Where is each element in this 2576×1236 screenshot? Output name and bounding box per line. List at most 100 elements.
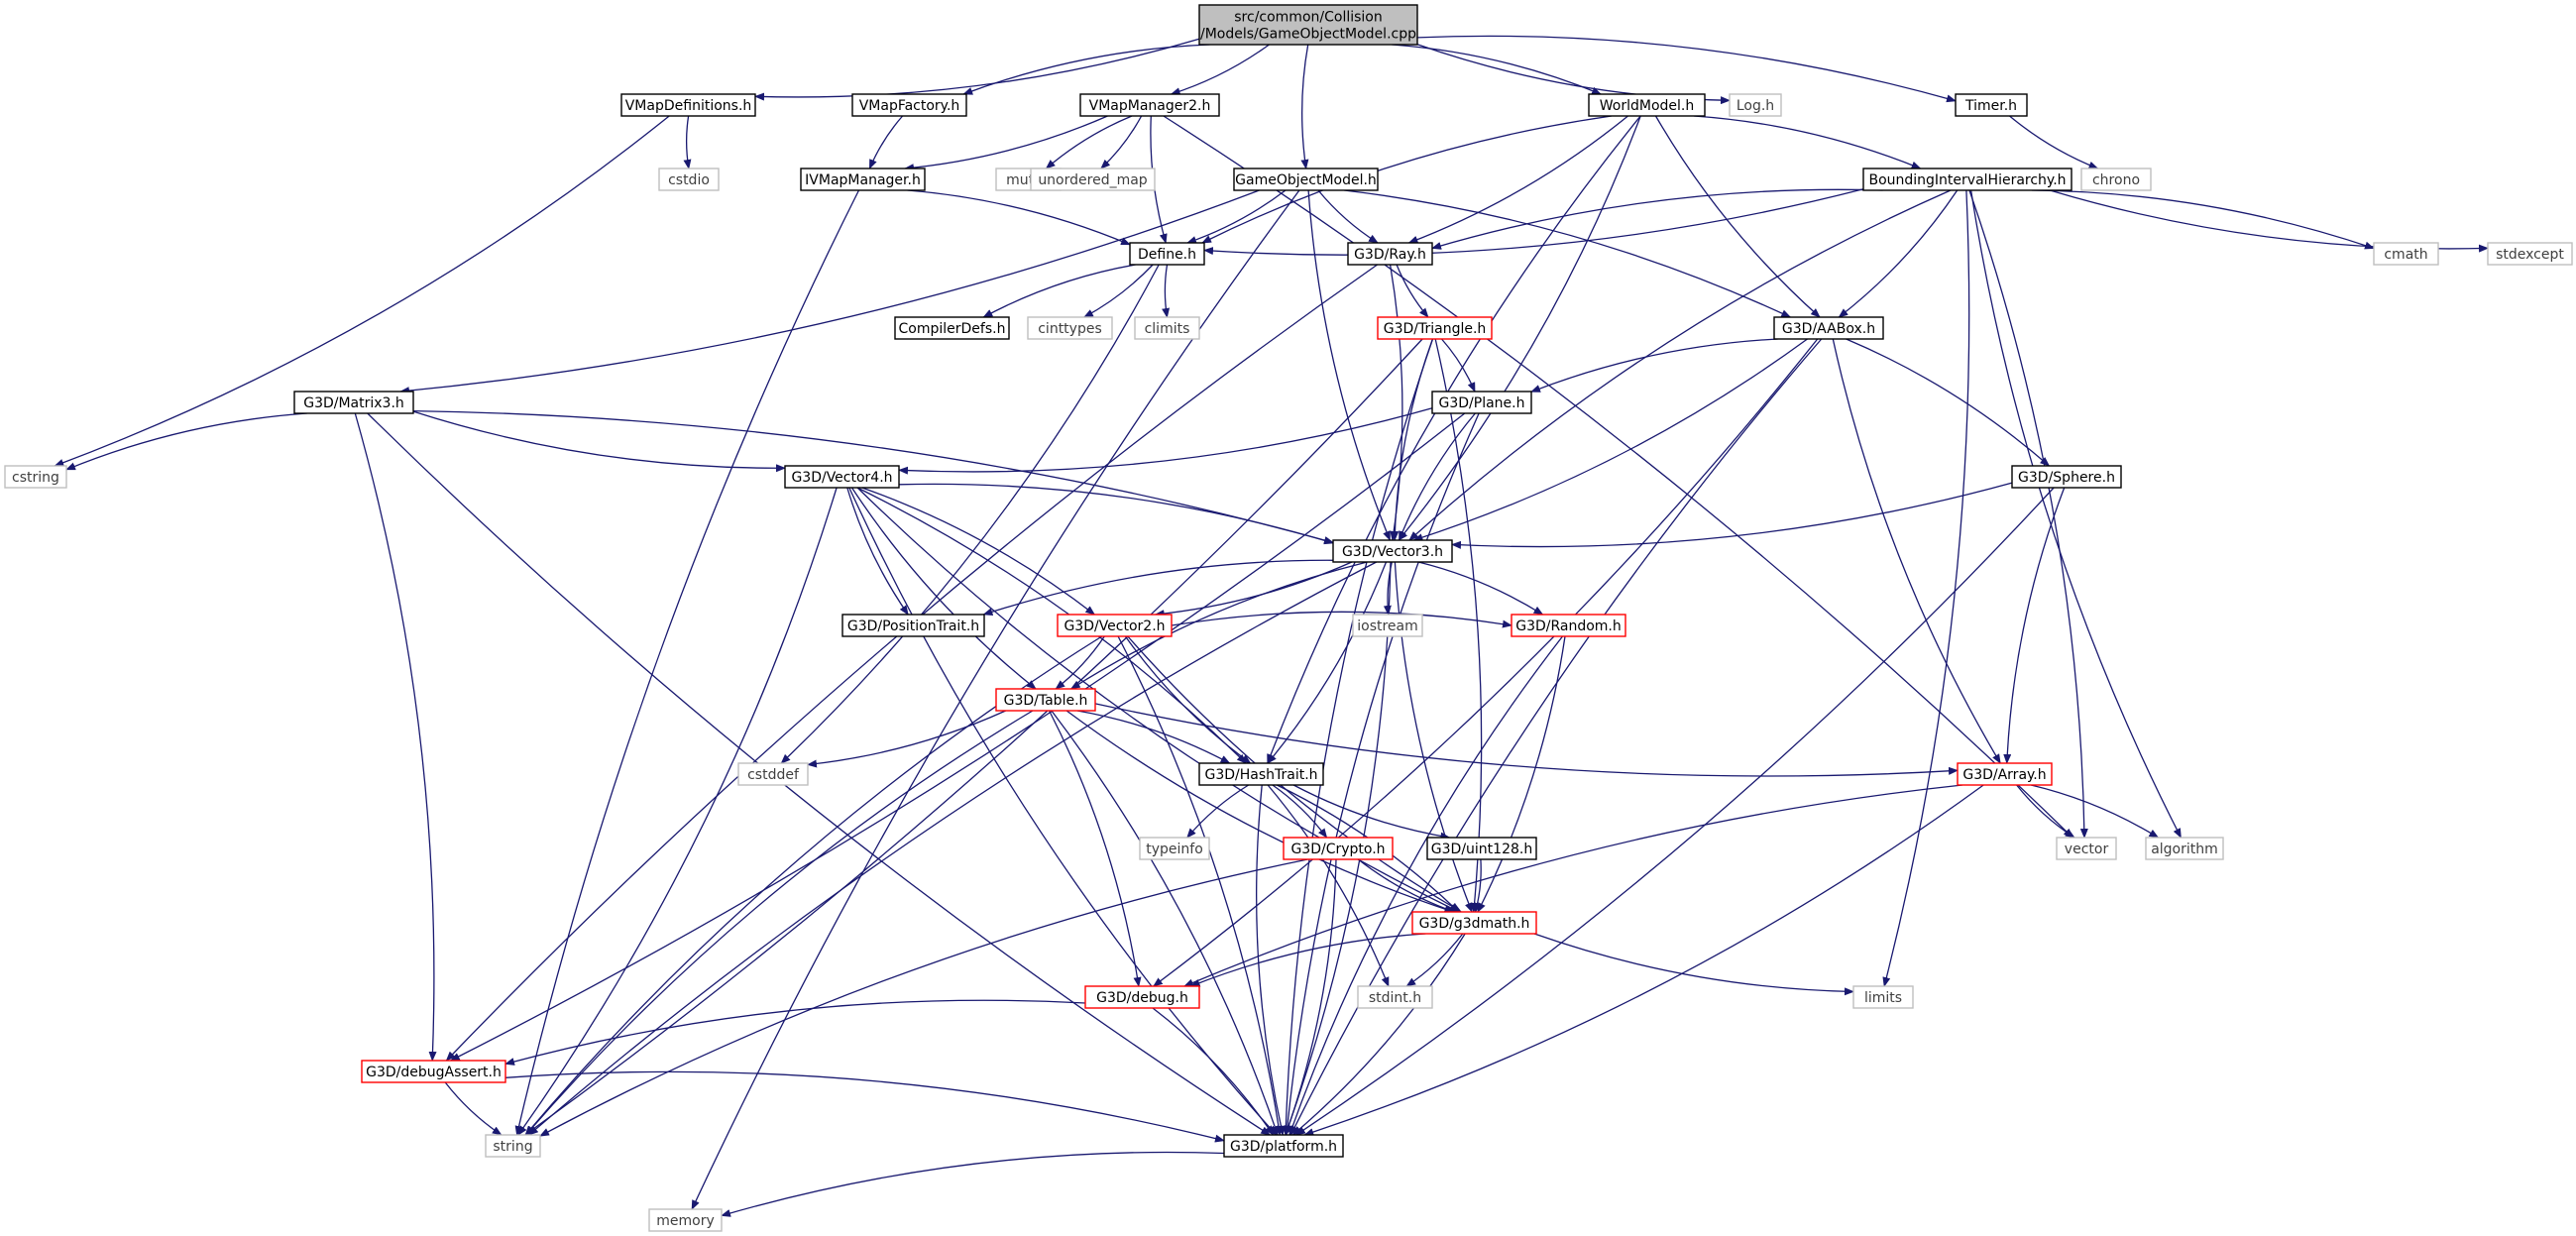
node-matrix3[interactable]: G3D/Matrix3.h xyxy=(293,391,414,414)
node-compilerdefs[interactable]: CompilerDefs.h xyxy=(894,316,1010,340)
edge-line xyxy=(1693,115,1922,169)
edge-worldmodel-to-vector3 xyxy=(1398,115,1641,541)
edge-aabox-to-plane xyxy=(1530,338,1778,393)
node-box xyxy=(894,316,1010,340)
edge-line xyxy=(1291,933,1466,1136)
edge-hashtrait-to-typeinfo xyxy=(1186,784,1250,839)
edge-uint128-to-g3dmath xyxy=(1474,858,1482,913)
edge-line xyxy=(1846,338,2051,467)
edge-root-to-worldmodel xyxy=(1392,44,1603,95)
edge-bih-to-define xyxy=(1203,188,1864,256)
node-debug[interactable]: G3D/debug.h xyxy=(1084,985,1200,1009)
edge-line xyxy=(524,710,1034,1136)
node-box xyxy=(1233,168,1379,191)
node-box xyxy=(1955,93,2028,117)
node-label: VMapFactory.h xyxy=(859,98,960,114)
node-debugassert[interactable]: G3D/debugAssert.h xyxy=(361,1060,506,1083)
edge-line xyxy=(1431,188,1883,250)
node-label: G3D/Sphere.h xyxy=(2018,470,2115,486)
node-plane[interactable]: G3D/Plane.h xyxy=(1431,391,1532,414)
node-array[interactable]: G3D/Array.h xyxy=(1957,762,2053,786)
node-vector2[interactable]: G3D/Vector2.h xyxy=(1057,614,1173,637)
node-box xyxy=(1773,316,1884,340)
node-memory: memory xyxy=(648,1208,723,1232)
edge-vmapmanager2-to-unordered_map xyxy=(1100,115,1143,169)
node-box xyxy=(1139,837,1210,860)
edge-line xyxy=(1357,858,1456,913)
node-root[interactable]: src/common/Collision/Models/GameObjectMo… xyxy=(1198,4,1418,46)
node-define[interactable]: Define.h xyxy=(1129,242,1205,266)
node-box xyxy=(2487,242,2573,266)
node-cmath: cmath xyxy=(2373,242,2439,266)
node-label: climits xyxy=(1145,321,1190,337)
node-label: cinttypes xyxy=(1038,321,1102,337)
node-label: typeinfo xyxy=(1146,842,1203,857)
node-climits: climits xyxy=(1134,316,1200,340)
node-box xyxy=(1084,985,1200,1009)
node-worldmodel[interactable]: WorldModel.h xyxy=(1588,93,1706,117)
edge-line xyxy=(1477,635,1566,913)
node-label: G3D/Vector3.h xyxy=(1342,544,1443,560)
node-gameobjectmodel[interactable]: GameObjectModel.h xyxy=(1233,168,1379,191)
edge-vector3-to-random xyxy=(1417,561,1544,616)
edge-define-to-climits xyxy=(1162,264,1171,318)
edge-line xyxy=(898,407,1433,475)
node-box xyxy=(1198,4,1418,46)
node-positiontrait[interactable]: G3D/PositionTrait.h xyxy=(841,614,985,637)
node-hashtrait[interactable]: G3D/HashTrait.h xyxy=(1198,762,1324,786)
node-uint128[interactable]: G3D/uint128.h xyxy=(1426,837,1537,860)
node-vector4[interactable]: G3D/Vector4.h xyxy=(784,465,900,489)
node-vector3[interactable]: G3D/Vector3.h xyxy=(1332,539,1453,563)
node-crypto[interactable]: G3D/Crypto.h xyxy=(1283,837,1394,860)
edge-gameobjectmodel-to-define xyxy=(1186,189,1287,244)
edge-line xyxy=(1267,784,1390,987)
node-label: cstdio xyxy=(668,172,710,188)
edge-line xyxy=(2003,487,2066,764)
edge-line xyxy=(1285,858,1337,1136)
node-ray[interactable]: G3D/Ray.h xyxy=(1347,242,1433,266)
node-timer[interactable]: Timer.h xyxy=(1955,93,2028,117)
edge-line xyxy=(1530,338,1778,393)
edge-line xyxy=(1162,264,1171,318)
node-random[interactable]: G3D/Random.h xyxy=(1511,614,1626,637)
node-vmapmanager2[interactable]: VMapManager2.h xyxy=(1079,93,1220,117)
node-bih[interactable]: BoundingIntervalHierarchy.h xyxy=(1862,168,2072,191)
node-triangle[interactable]: G3D/Triangle.h xyxy=(1377,316,1493,340)
node-cinttypes: cinttypes xyxy=(1027,316,1113,340)
edge-hashtrait-to-platform xyxy=(1256,784,1286,1136)
edge-vector3-to-hashtrait xyxy=(1267,561,1388,764)
node-table[interactable]: G3D/Table.h xyxy=(995,688,1096,712)
edge-vmapmanager2-to-mutex xyxy=(1045,115,1133,169)
edge-plane-to-debugassert xyxy=(449,412,1466,1062)
node-sphere[interactable]: G3D/Sphere.h xyxy=(2011,465,2122,489)
edge-line xyxy=(1303,784,1984,1136)
edge-vector4-to-vector3 xyxy=(898,483,1334,545)
node-log: Log.h xyxy=(1729,93,1782,117)
node-vmapfactory[interactable]: VMapFactory.h xyxy=(851,93,967,117)
node-g3dmath[interactable]: G3D/g3dmath.h xyxy=(1411,911,1537,935)
node-aabox[interactable]: G3D/AABox.h xyxy=(1773,316,1884,340)
edge-line xyxy=(856,487,1460,913)
edge-vmapdefinitions-to-cstring xyxy=(54,115,670,467)
edge-line xyxy=(1300,44,1309,169)
node-box xyxy=(2011,465,2122,489)
edge-crypto-to-platform xyxy=(1285,858,1337,1136)
edge-timer-to-chrono xyxy=(2009,115,2099,169)
node-box xyxy=(1057,614,1173,637)
edge-line xyxy=(982,264,1136,318)
node-box xyxy=(1223,1134,1344,1158)
node-box xyxy=(1129,242,1205,266)
edge-random-to-g3dmath xyxy=(1477,635,1566,913)
edge-root-to-vmapdefinitions xyxy=(754,38,1200,101)
node-platform[interactable]: G3D/platform.h xyxy=(1223,1134,1344,1158)
node-stdint: stdint.h xyxy=(1357,985,1433,1009)
node-label: chrono xyxy=(2092,172,2140,188)
node-vmapdefinitions[interactable]: VMapDefinitions.h xyxy=(620,93,756,117)
edge-line xyxy=(1163,115,2073,839)
edge-line xyxy=(1076,710,1231,764)
edge-line xyxy=(1968,189,2088,839)
node-ivmapmanager[interactable]: IVMapManager.h xyxy=(800,168,926,191)
edge-matrix3-to-cstring xyxy=(65,412,307,471)
edge-line xyxy=(1045,115,1133,169)
